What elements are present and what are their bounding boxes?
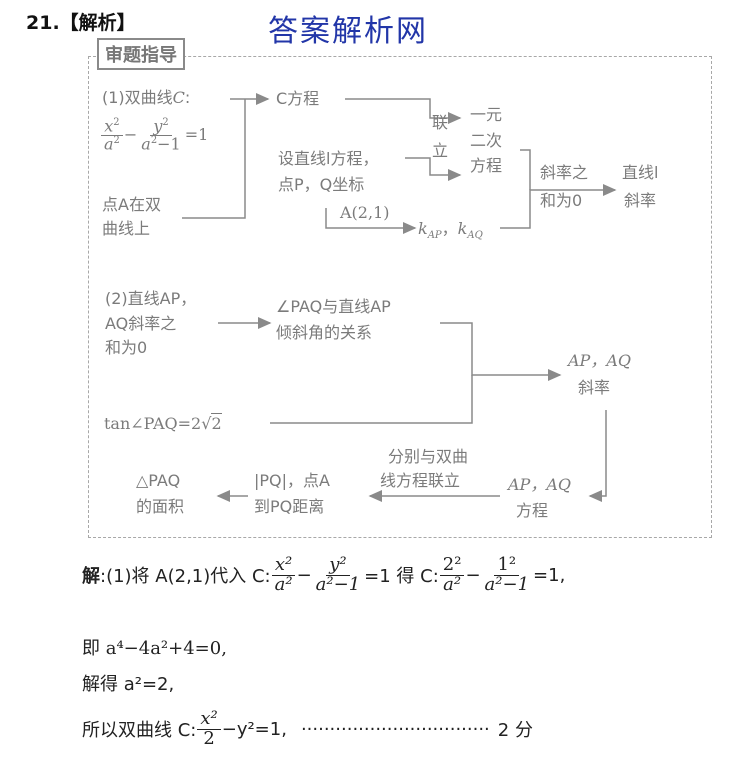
node-k-slopes: kAP，kAQ bbox=[418, 219, 483, 242]
watermark-text: 答案解析网 bbox=[268, 14, 428, 49]
node-pq-line2: 到PQ距离 bbox=[254, 497, 325, 516]
node-quad-line3: 方程 bbox=[470, 156, 503, 175]
node-area-line2: 的面积 bbox=[136, 497, 185, 516]
node-separate-line1: 分别与双曲 bbox=[388, 447, 469, 466]
node-quad-line1: 一元 bbox=[470, 105, 503, 124]
node-slopes-line1: AP，AQ bbox=[568, 351, 631, 370]
arrow-set-to-quad bbox=[405, 157, 462, 181]
guide-outline-box bbox=[88, 56, 712, 538]
node-hyperbola: (1)双曲线C: bbox=[102, 88, 191, 107]
node-slopes-line2: 斜率 bbox=[578, 378, 611, 397]
node-line-slope-line1: 直线l bbox=[622, 163, 659, 182]
node-quad-line2: 二次 bbox=[470, 131, 503, 150]
question-number: 21.【解析】 bbox=[26, 12, 136, 34]
node-point-a-line1: 点A在双 bbox=[102, 195, 161, 214]
arrow-point-up bbox=[182, 99, 246, 219]
node-ap-equation-line1: AP，AQ bbox=[508, 475, 571, 494]
arrow-angle-to-slopes bbox=[440, 322, 562, 381]
node-lian: 联 bbox=[432, 113, 449, 132]
arrow-tan-to-slopes bbox=[270, 375, 473, 424]
arrow-quad-down bbox=[520, 149, 531, 190]
node-separate-line2: 线方程联立 bbox=[380, 471, 461, 490]
node-area-line1: △PAQ bbox=[136, 471, 181, 490]
node-li: 立 bbox=[432, 141, 449, 160]
node-p2-left-line2: AQ斜率之 bbox=[105, 314, 177, 333]
arrow-slopes-to-apeq bbox=[588, 410, 607, 502]
node-slope-sum-line1: 斜率之 bbox=[540, 163, 589, 182]
node-set-line1: 设直线l方程， bbox=[278, 149, 379, 168]
score-text: 2 分 bbox=[497, 720, 533, 742]
node-p2-left-line3: 和为0 bbox=[105, 338, 148, 357]
node-slope-sum-line2: 和为0 bbox=[540, 191, 583, 210]
arrow-c-to-quad bbox=[345, 98, 462, 124]
solution-line-3: 解得 a²=2, bbox=[82, 674, 175, 695]
solution-line-2: 即 a⁴−4a²+4=0, bbox=[82, 638, 227, 659]
node-set-line2: 点P，Q坐标 bbox=[278, 175, 365, 194]
node-tan: tan∠PAQ=2√2 bbox=[104, 413, 222, 433]
leader-dots: ································· bbox=[300, 718, 490, 740]
node-line-slope-line2: 斜率 bbox=[624, 191, 657, 210]
node-angle-line2: 倾斜角的关系 bbox=[276, 323, 373, 342]
arrow-to-slope bbox=[500, 184, 617, 229]
arrow-a-to-k bbox=[325, 208, 417, 234]
node-c-equation: C方程 bbox=[276, 89, 320, 108]
node-point-a-line2: 曲线上 bbox=[102, 219, 151, 238]
node-pq-line1: |PQ|，点A bbox=[254, 471, 330, 490]
guide-title-tag: 审题指导 bbox=[97, 38, 185, 70]
node-ap-equation-line2: 方程 bbox=[516, 501, 549, 520]
node-angle-line1: ∠PAQ与直线AP bbox=[276, 297, 391, 316]
node-p2-left-line1: (2)直线AP， bbox=[105, 289, 197, 308]
node-a-point: A(2,1) bbox=[340, 203, 390, 222]
